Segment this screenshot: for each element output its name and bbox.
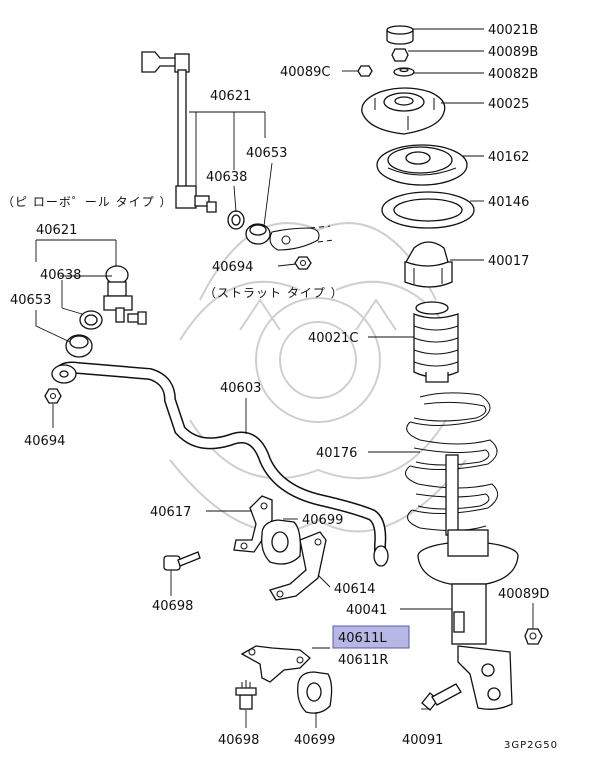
note-pillow-ball-type: （ピ ローボ゜ール タイプ ） [2, 195, 172, 209]
coil-spring-40176 [405, 392, 499, 536]
nut-40694-top [294, 256, 312, 270]
label-40699-lower: 40699 [294, 733, 335, 748]
label-40176: 40176 [316, 446, 357, 461]
label-40089C: 40089C [280, 65, 330, 80]
label-40611L: 40611L [338, 631, 387, 646]
stabilizer-link-strut-type [141, 51, 217, 213]
label-40146: 40146 [488, 195, 529, 210]
label-40017: 40017 [488, 254, 529, 269]
bump-stopper-40017 [404, 241, 453, 288]
label-40653-left: 40653 [10, 293, 51, 308]
label-40617: 40617 [150, 505, 191, 520]
label-40091: 40091 [402, 733, 443, 748]
bushing-40653-left [65, 334, 93, 358]
part-labels: 40021B 40089B 40089C 40082B 40025 40162 … [2, 23, 558, 751]
nut-40694-left [44, 388, 62, 404]
label-40698-lower: 40698 [218, 733, 259, 748]
label-40638-top: 40638 [206, 170, 247, 185]
label-40694-left: 40694 [24, 434, 65, 449]
stabilizer-link-pillow-ball [103, 265, 147, 325]
bracket-40614 [269, 531, 327, 601]
label-40621-top: 40621 [210, 89, 251, 104]
watermark-emblem [169, 222, 467, 533]
bushing-40699-upper [261, 519, 302, 565]
label-40603: 40603 [220, 381, 261, 396]
strut-body-40041 [417, 529, 519, 710]
label-40694-top: 40694 [212, 260, 253, 275]
note-strut-type: （ストラット タイプ ） [204, 286, 344, 300]
label-40699-upper: 40699 [302, 513, 343, 528]
bolt-40698-upper [163, 551, 201, 571]
bolt-40698-lower [235, 680, 257, 710]
bushing-40699-lower [297, 671, 333, 714]
leader-lines [35, 28, 534, 728]
label-40089D: 40089D [498, 587, 549, 602]
label-40089B: 40089B [488, 45, 538, 60]
label-40653-top: 40653 [246, 146, 287, 161]
stabilizer-bar-40603 [51, 361, 389, 567]
bolt-40091 [421, 683, 462, 711]
strut-mount-40025 [361, 87, 446, 135]
label-40021B: 40021B [488, 23, 538, 38]
dust-boot-40021C [413, 301, 459, 383]
label-40698-upper: 40698 [152, 599, 193, 614]
label-40638-left: 40638 [40, 268, 81, 283]
label-40041: 40041 [346, 603, 387, 618]
label-40021C: 40021C [308, 331, 358, 346]
label-40162: 40162 [488, 150, 529, 165]
bushing-40653-top [245, 223, 271, 245]
label-40614: 40614 [334, 582, 375, 597]
washer-40638-left [79, 310, 103, 330]
label-40082B: 40082B [488, 67, 538, 82]
strut-washer-40082B [393, 67, 415, 77]
nut-40089D [524, 628, 543, 645]
insulator-40146 [381, 191, 475, 229]
label-40025: 40025 [488, 97, 529, 112]
highlight-40611L [332, 625, 410, 649]
label-40621-left: 40621 [36, 223, 77, 238]
nut-40089C [357, 65, 373, 77]
diagram-code: 3GP2G50 [504, 740, 558, 751]
strut-nut-40089B [391, 48, 409, 62]
bearing-40162 [376, 144, 468, 186]
washer-40638-top [227, 210, 245, 230]
label-40611R: 40611R [338, 653, 388, 668]
strut-bracket-dashed [269, 225, 335, 251]
bracket-40611 [240, 645, 311, 683]
strut-top-bushing [386, 25, 414, 45]
